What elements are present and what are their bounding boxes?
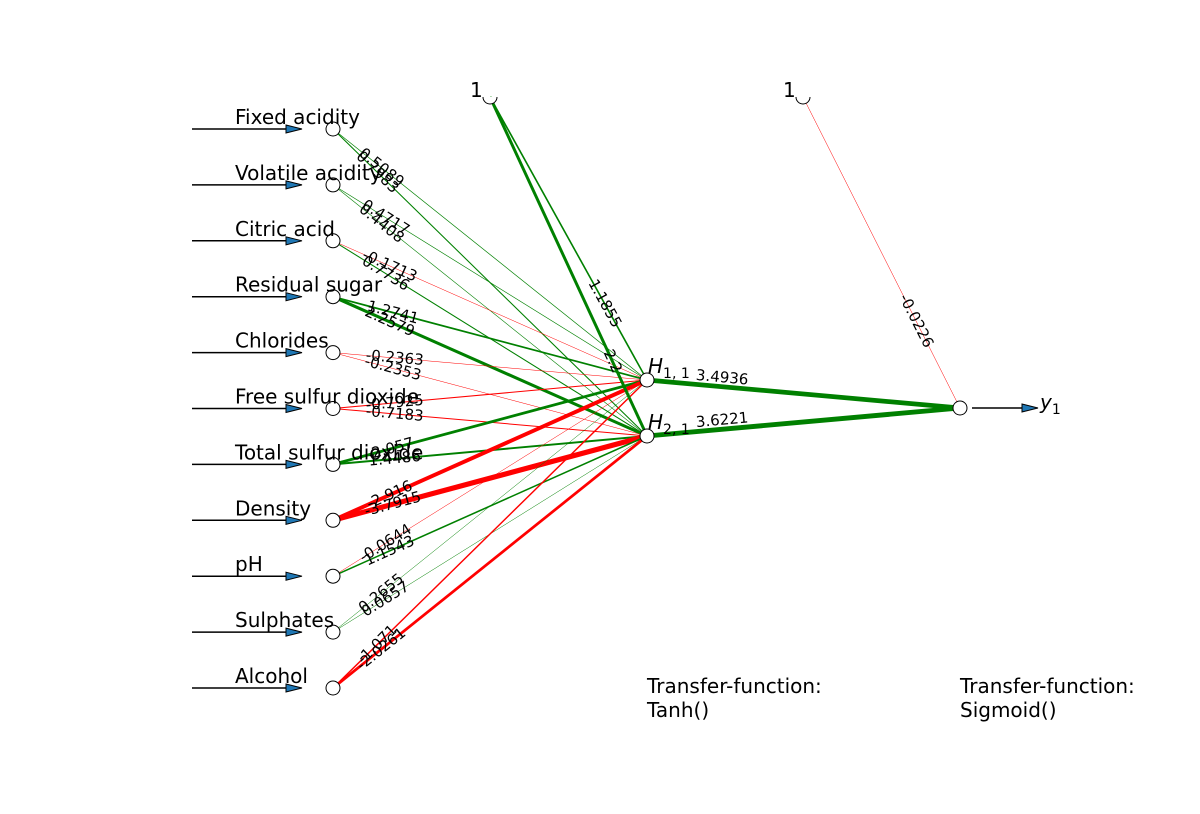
arrow-head (285, 124, 303, 134)
input-node-1 (325, 121, 341, 137)
edge-input-11-hidden-2 (332, 434, 648, 690)
edge-input-9-hidden-1 (332, 379, 648, 577)
input-label-10: Sulphates (235, 608, 334, 632)
bias-node-2 (795, 96, 811, 105)
arrow-head (285, 515, 303, 525)
input-node-2 (325, 177, 341, 193)
edge-bias-hidden-2 (488, 96, 649, 437)
input-node-7 (325, 456, 341, 472)
bias-node-1 (482, 96, 498, 105)
input-arrow-9 (192, 571, 303, 581)
arrow-head (285, 403, 303, 414)
output-transfer-function-title: Transfer-function: (959, 674, 1135, 698)
edge-input-5-hidden-1 (332, 352, 648, 381)
input-label-1: Fixed acidity (235, 105, 360, 129)
input-arrow-5 (192, 347, 303, 358)
input-label-8: Density (235, 496, 311, 520)
input-arrow-4 (192, 292, 303, 302)
input-node-3 (325, 233, 341, 249)
input-label-7: Total sulfur dioxide (234, 440, 423, 464)
input-node-5 (325, 345, 341, 361)
input-arrow-1 (192, 124, 303, 134)
input-node-11 (325, 680, 341, 696)
output-arrow (972, 403, 1039, 413)
edge-bias-hidden-1 (489, 96, 648, 381)
edge-input-3-hidden-1 (332, 240, 648, 381)
output-node (952, 400, 968, 416)
arrow-head (285, 347, 303, 358)
edge-bias-output (802, 96, 961, 409)
arrow-head (285, 180, 303, 190)
edge-input-4-hidden-1 (332, 295, 648, 381)
input-label-11: Alcohol (235, 664, 308, 688)
input-node-4 (325, 289, 341, 305)
input-label-4: Residual sugar (235, 273, 383, 297)
input-arrow-2 (192, 180, 303, 190)
weight-label-hidden-2-output: 3.6221 (695, 408, 749, 431)
hidden-label-2: H2, 1 (648, 410, 690, 438)
edge-input-2-hidden-1 (332, 184, 648, 381)
weight-label-bias-hidden-1: 1.1855 (584, 276, 625, 331)
input-arrow-6 (192, 403, 303, 414)
input-node-8 (325, 512, 341, 528)
weight-label-input-7-hidden-2: 1.4486 (368, 447, 422, 470)
edge-input-7-hidden-1 (332, 378, 648, 466)
weight-label-bias-hidden-2: 2.2 (600, 347, 626, 376)
hidden-node-1 (639, 372, 655, 388)
edge-input-1-hidden-1 (332, 128, 648, 381)
arrow-head (1021, 403, 1039, 413)
input-arrow-10 (192, 627, 303, 637)
input-arrow-8 (192, 515, 303, 525)
weight-label-input-6-hidden-2: -0.7183 (365, 402, 424, 425)
arrow-head (285, 571, 303, 581)
input-node-9 (325, 568, 341, 584)
arrow-head (285, 236, 303, 246)
input-arrow-7 (192, 459, 303, 470)
bias-label-2: 1 (783, 78, 796, 102)
input-label-5: Chlorides (235, 329, 329, 353)
input-label-3: Citric acid (235, 217, 335, 241)
output-transfer-function-name: Sigmoid() (960, 698, 1057, 722)
edge-hidden-2-output (646, 405, 961, 439)
input-arrow-3 (192, 236, 303, 246)
input-label-2: Volatile acidity (235, 161, 382, 185)
arrow-head (285, 459, 303, 470)
input-arrow-11 (192, 683, 303, 693)
hidden-transfer-function-title: Transfer-function: (646, 674, 822, 698)
weight-label-input-6-hidden-1: -0.7925 (365, 391, 424, 414)
arrow-head (285, 627, 303, 637)
input-label-9: pH (235, 552, 263, 576)
edge-hidden-1-output (646, 377, 961, 411)
edge-input-6-hidden-1 (332, 379, 648, 410)
weight-label-input-5-hidden-1: -0.2363 (365, 346, 424, 369)
input-label-6: Free sulfur dioxide (235, 385, 419, 409)
hidden-transfer-function-name: Tanh() (646, 698, 709, 722)
output-label: y1 (1039, 390, 1061, 418)
weight-label-bias-output: -0.0226 (895, 291, 937, 351)
input-node-10 (325, 624, 341, 640)
arrow-head (285, 683, 303, 693)
edge-input-10-hidden-1 (332, 379, 648, 633)
hidden-label-1: H1, 1 (648, 354, 690, 382)
edge-input-8-hidden-1 (332, 378, 648, 523)
weight-label-hidden-1-output: 3.4936 (695, 366, 749, 389)
hidden-node-2 (639, 428, 655, 444)
arrow-head (285, 292, 303, 302)
edge-input-11-hidden-1 (332, 379, 648, 689)
bias-label-1: 1 (470, 78, 483, 102)
input-node-6 (325, 401, 341, 416)
